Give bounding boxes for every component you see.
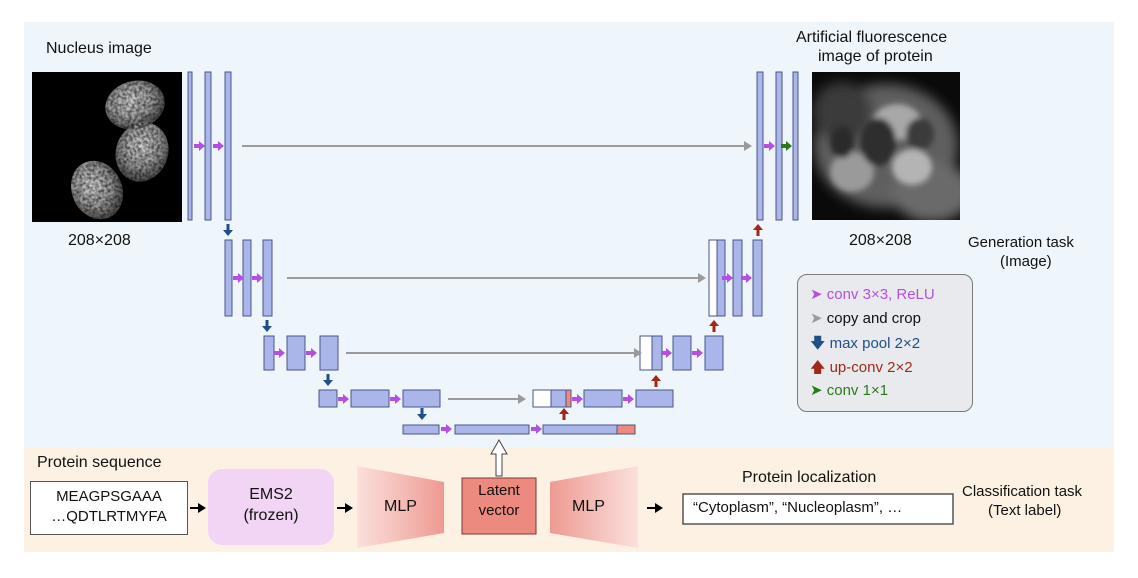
legend-item-maxpool: 🡇 max pool 2×2 xyxy=(810,333,920,358)
classification-task-line1: Classification task xyxy=(962,483,1083,500)
nucleus-image xyxy=(32,72,182,222)
sequence-line1: MEAGPSGAAA xyxy=(56,488,162,505)
output-image-title-line2: image of protein xyxy=(818,48,933,65)
latent-line2: vector xyxy=(478,502,520,519)
legend-label-upconv: up-conv 2×2 xyxy=(829,359,913,376)
output-image-title-line1: Artificial fluorescence xyxy=(796,29,948,46)
ems2-line2: (frozen) xyxy=(243,507,299,524)
legend-label-copy: copy and crop xyxy=(826,310,921,327)
arrow-up-icon: 🡅 xyxy=(810,359,826,376)
latent-vector-label: Latent vector xyxy=(462,482,536,519)
legend-label-maxpool: max pool 2×2 xyxy=(829,335,921,352)
fluorescence-image xyxy=(812,72,960,220)
localization-title: Protein localization xyxy=(742,469,877,486)
arrow-down-icon: 🡇 xyxy=(810,335,826,352)
generation-task-line2: (Image) xyxy=(1000,253,1052,270)
sequence-line2: …QDTLRTMYFA xyxy=(51,508,167,525)
mlp-left-label: MLP xyxy=(384,498,417,515)
ems2-line1: EMS2 xyxy=(249,486,293,503)
arrow-right-icon: ➤ xyxy=(810,286,823,303)
latent-line1: Latent xyxy=(478,482,520,499)
fluorescence-cells-picture xyxy=(812,72,960,220)
sequence-title: Protein sequence xyxy=(37,454,162,471)
sequence-box: MEAGPSGAAA …QDTLRTMYFA xyxy=(30,481,188,535)
arrow-right-icon: ➤ xyxy=(810,382,823,399)
arrow-right-icon: ➤ xyxy=(810,310,823,327)
legend-label-conv3: conv 3×3, ReLU xyxy=(826,286,935,303)
legend-item-conv3: ➤ conv 3×3, ReLU xyxy=(810,285,935,303)
generation-task-line1: Generation task xyxy=(968,234,1074,251)
ems2-box: EMS2 (frozen) xyxy=(208,469,334,545)
classification-task-line2: (Text label) xyxy=(988,502,1062,519)
legend-label-conv1: conv 1×1 xyxy=(826,382,889,399)
legend-item-copy: ➤ copy and crop xyxy=(810,309,921,327)
input-image-size: 208×208 xyxy=(68,232,131,249)
mlp-right-label: MLP xyxy=(572,498,605,515)
nucleus-cells-picture xyxy=(71,80,169,220)
legend: ➤ conv 3×3, ReLU ➤ copy and crop 🡇 max p… xyxy=(797,274,973,412)
localization-value: “Cytoplasm”, “Nucleoplasm”, … xyxy=(693,499,903,516)
legend-item-conv1: ➤ conv 1×1 xyxy=(810,381,888,399)
output-image-size: 208×208 xyxy=(849,232,912,249)
input-image-title: Nucleus image xyxy=(46,40,152,57)
legend-item-upconv: 🡅 up-conv 2×2 xyxy=(810,357,913,382)
